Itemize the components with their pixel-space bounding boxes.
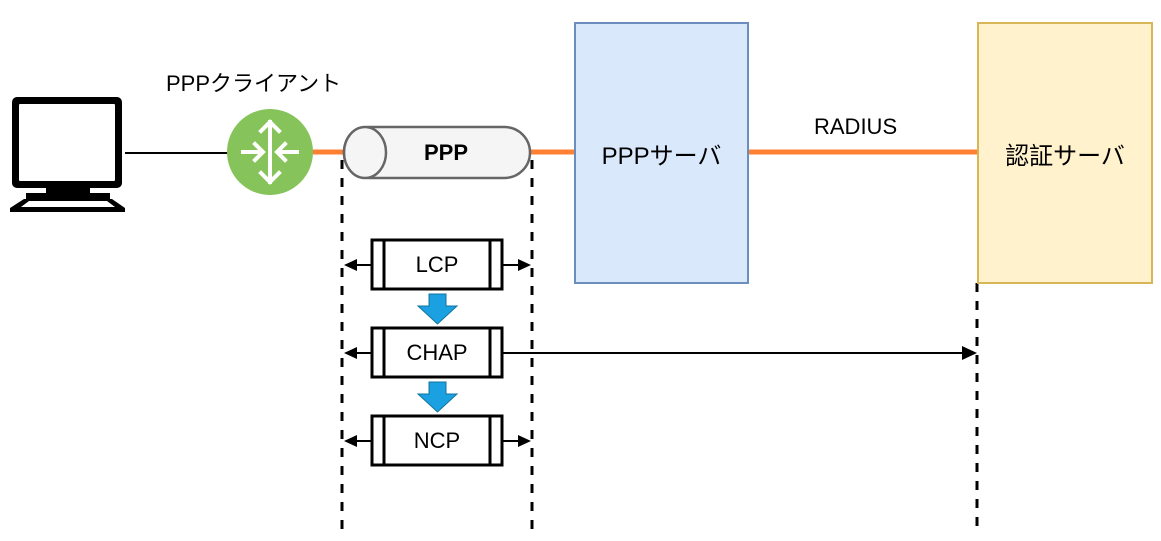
phase-boxes xyxy=(370,238,504,467)
ppp-server-label: PPPサーバ xyxy=(601,142,722,170)
flow-arrow-down-icon xyxy=(416,381,459,413)
auth-server-box[interactable]: 認証サーバ xyxy=(977,22,1153,284)
phase-chap: CHAP xyxy=(406,339,468,365)
auth-server-label: 認証サーバ xyxy=(1005,142,1125,170)
phase-ncp: NCP xyxy=(413,427,461,453)
phase-lcp: LCP xyxy=(415,251,459,277)
router-icon xyxy=(227,109,313,195)
radius-label: RADIUS xyxy=(814,114,898,139)
flow-arrow-down-icon xyxy=(416,293,459,325)
phase-arrows xyxy=(344,259,977,447)
ppp-server-box[interactable]: PPPサーバ xyxy=(574,22,749,284)
desktop-computer-icon xyxy=(10,97,125,212)
ppp-client-label: PPPクライアント xyxy=(166,71,342,96)
ppp-tunnel xyxy=(342,125,532,180)
ppp-tunnel-label: PPP xyxy=(423,139,469,165)
